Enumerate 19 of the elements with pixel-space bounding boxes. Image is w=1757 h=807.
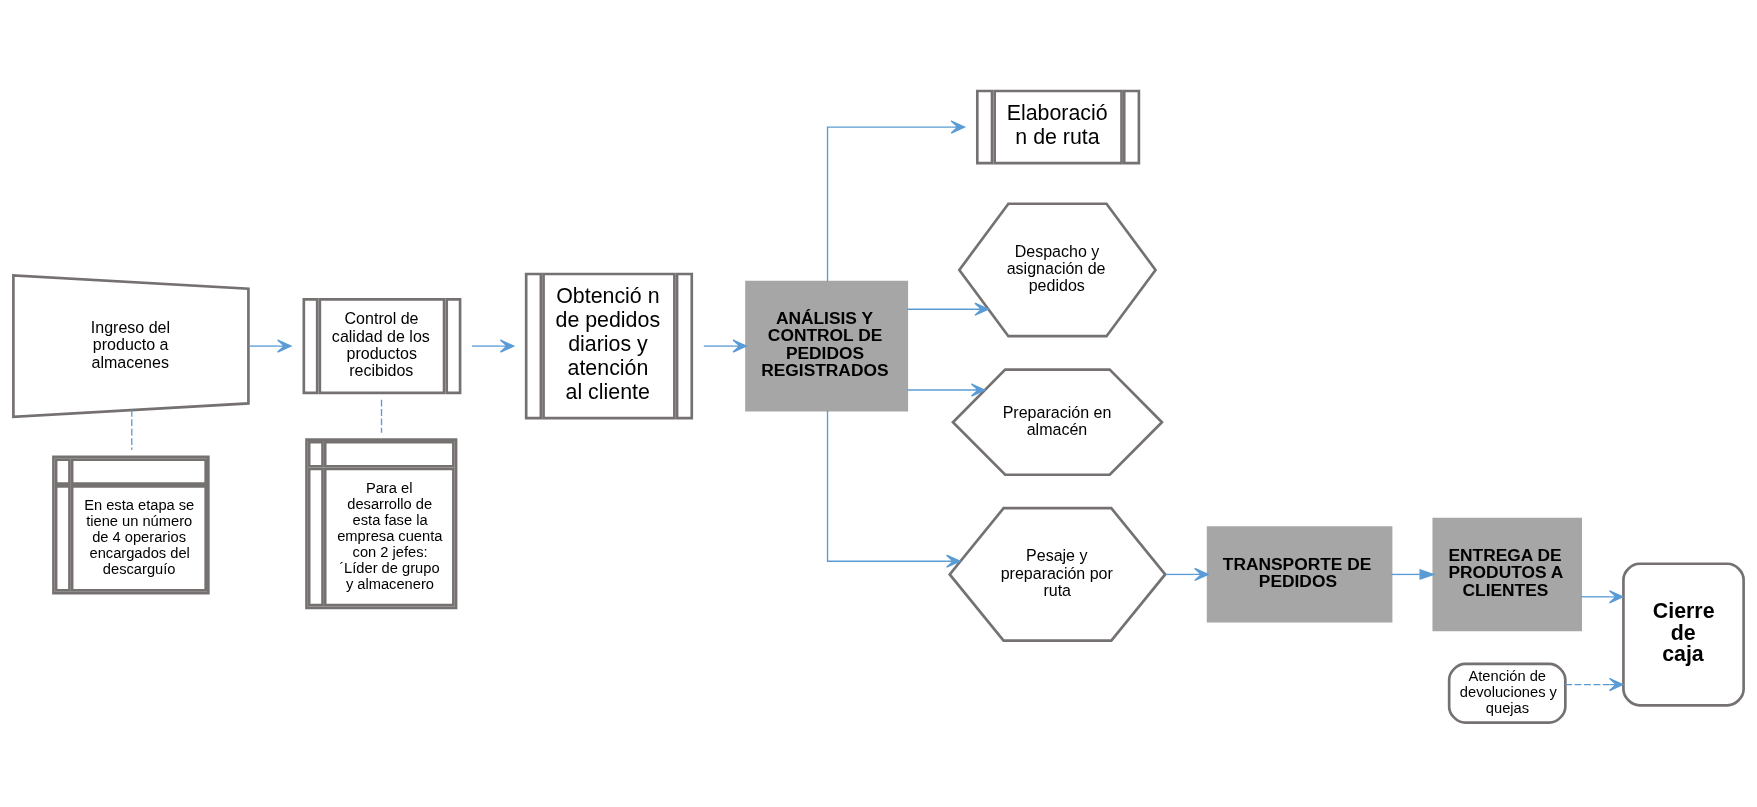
node-box: TRANSPORTE DE PEDIDOS bbox=[1206, 526, 1393, 623]
arrow bbox=[826, 120, 966, 283]
arrow bbox=[248, 339, 292, 353]
arrow bbox=[471, 339, 515, 353]
arrow bbox=[1390, 568, 1436, 581]
node-box: Atención de devoluciones y quejas bbox=[1447, 662, 1567, 724]
arrow bbox=[826, 409, 961, 568]
arrow bbox=[1164, 567, 1209, 582]
arrow bbox=[906, 302, 989, 316]
node-box: ANÁLISIS Y CONTROL DE PEDIDOS REGISTRADOS bbox=[745, 280, 909, 412]
arrow bbox=[1580, 590, 1624, 604]
node-box: Ingreso del producto a almacenes bbox=[12, 273, 250, 419]
node-box: ENTREGA DE PRODUTOS A CLIENTES bbox=[1432, 517, 1583, 632]
node-box: Cierre de caja bbox=[1622, 562, 1745, 707]
connector bbox=[380, 399, 383, 434]
arrow bbox=[703, 339, 748, 353]
connector bbox=[131, 409, 133, 451]
arrow bbox=[1564, 677, 1624, 692]
arrow bbox=[906, 383, 986, 397]
